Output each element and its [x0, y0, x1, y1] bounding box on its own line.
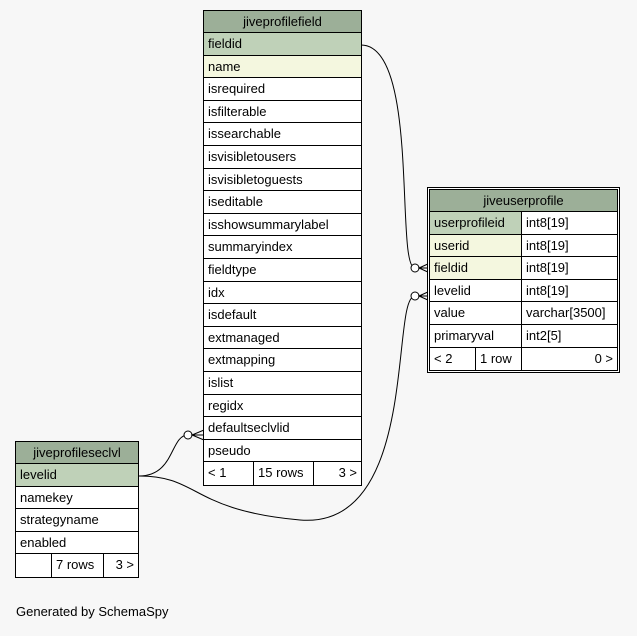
column-row[interactable]: value varchar[3500] [430, 302, 617, 325]
column-row[interactable]: issearchable [204, 123, 361, 146]
column-row[interactable]: namekey [16, 487, 138, 510]
edge-defaultseclvlid [138, 434, 189, 477]
column-type: int8[19] [526, 215, 569, 230]
edge-defaultseclvlid-crowfoot [190, 429, 205, 441]
table-footer: < 2 1 row 0 > [430, 347, 617, 371]
column-row[interactable]: fieldid [204, 33, 361, 56]
column-row[interactable]: levelid int8[19] [430, 279, 617, 303]
column-name: levelid [20, 467, 57, 482]
column-row[interactable]: isdefault [204, 304, 361, 327]
table-title: jiveprofilefield [204, 11, 361, 33]
column-name: isvisibletousers [208, 148, 297, 164]
column-name: value [430, 302, 522, 324]
column-name: isdefault [208, 307, 257, 323]
column-name: extmanaged [208, 329, 280, 345]
table-jiveuserprofile[interactable]: jiveuserprofile userprofileid int8[19] u… [427, 187, 620, 374]
row-count: 15 rows [254, 462, 314, 485]
column-row[interactable]: extmanaged [204, 327, 361, 350]
column-name: enabled [20, 534, 67, 550]
column-row[interactable]: userid int8[19] [430, 234, 617, 258]
column-name: regidx [208, 397, 244, 413]
edge-fieldid [360, 44, 416, 269]
column-name: issearchable [208, 126, 281, 142]
column-row[interactable]: enabled [16, 532, 138, 555]
parent-count[interactable]: < 2 [430, 347, 476, 371]
column-name: fieldid [208, 36, 242, 51]
parent-count[interactable] [16, 554, 52, 577]
column-name: fieldtype [208, 261, 257, 277]
column-name: isrequired [208, 81, 266, 97]
column-row[interactable]: isvisibletousers [204, 146, 361, 169]
column-row[interactable]: isshowsummarylabel [204, 214, 361, 237]
column-type: varchar[3500] [526, 305, 606, 321]
generator-credit: Generated by SchemaSpy [16, 604, 169, 619]
column-row[interactable]: primaryval int2[5] [430, 324, 617, 348]
column-name: namekey [20, 489, 73, 505]
column-row[interactable]: idx [204, 282, 361, 305]
table-title: jiveprofileseclvl [16, 442, 138, 464]
column-name: pseudo [208, 442, 251, 458]
column-name: extmapping [208, 352, 276, 368]
column-row[interactable]: isrequired [204, 78, 361, 101]
column-row[interactable]: fieldid int8[19] [430, 257, 617, 280]
column-row[interactable]: iseditable [204, 191, 361, 214]
column-row[interactable]: name [204, 55, 361, 79]
column-name: strategyname [20, 512, 99, 528]
column-type: int2[5] [526, 327, 562, 343]
column-row[interactable]: isfilterable [204, 101, 361, 124]
column-row[interactable]: isvisibletoguests [204, 169, 361, 192]
table-jiveprofilefield[interactable]: jiveprofilefield fieldid name isrequired… [203, 10, 362, 486]
column-name: idx [208, 284, 225, 300]
column-name: fieldid [430, 257, 522, 279]
column-name: levelid [430, 279, 522, 302]
column-name: isfilterable [208, 103, 267, 119]
table-footer: < 1 15 rows 3 > [204, 462, 361, 485]
table-jiveprofileseclvl[interactable]: jiveprofileseclvl levelid namekey strate… [15, 441, 139, 578]
column-name: userprofileid [430, 212, 522, 234]
column-row[interactable]: defaultseclvlid [204, 417, 361, 440]
table-title: jiveuserprofile [430, 190, 617, 212]
column-row[interactable]: pseudo [204, 440, 361, 463]
column-name: isshowsummarylabel [208, 216, 329, 232]
column-name: defaultseclvlid [208, 420, 290, 436]
edge-levelid [138, 295, 416, 521]
column-row[interactable]: regidx [204, 395, 361, 418]
column-row[interactable]: fieldtype [204, 259, 361, 282]
parent-count[interactable]: < 1 [204, 462, 254, 485]
table-footer: 7 rows 3 > [16, 554, 138, 577]
column-row[interactable]: extmapping [204, 349, 361, 372]
row-count: 1 row [476, 347, 522, 371]
column-row[interactable]: strategyname [16, 509, 138, 532]
column-row[interactable]: levelid [16, 464, 138, 487]
column-name: summaryindex [208, 239, 293, 255]
row-count: 7 rows [52, 554, 104, 577]
child-count[interactable]: 0 > [594, 350, 613, 366]
column-name: isvisibletoguests [208, 171, 303, 187]
column-type: int8[19] [526, 260, 569, 276]
child-count[interactable]: 3 > [115, 557, 134, 573]
column-row[interactable]: summaryindex [204, 236, 361, 259]
column-type: int8[19] [526, 237, 569, 253]
column-name: iseditable [208, 194, 263, 210]
column-name: userid [430, 234, 522, 257]
column-name: primaryval [430, 324, 522, 347]
column-row[interactable]: userprofileid int8[19] [430, 212, 617, 235]
column-type: int8[19] [526, 282, 569, 298]
column-name: name [208, 58, 241, 74]
column-row[interactable]: islist [204, 372, 361, 395]
column-name: islist [208, 374, 234, 390]
child-count[interactable]: 3 > [338, 465, 357, 481]
